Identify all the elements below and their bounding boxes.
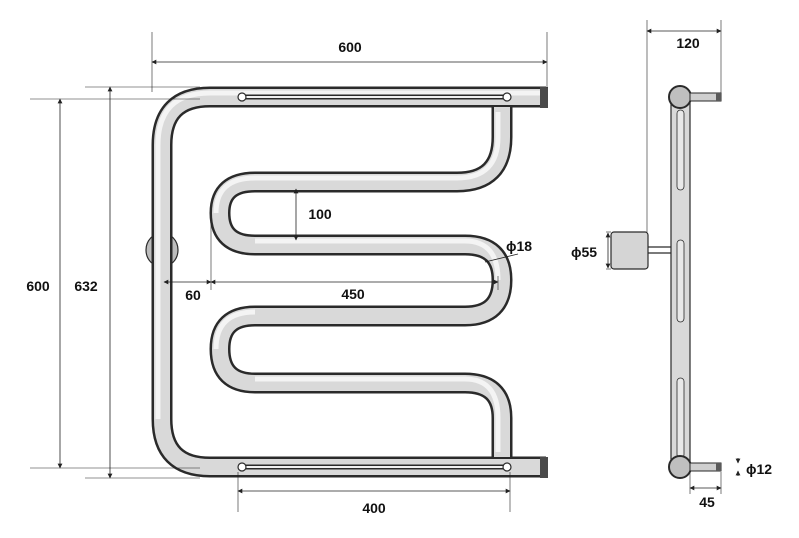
bottom-mount-slot (237, 462, 512, 472)
serpentine-tube (151, 86, 546, 478)
dim-side-depth: 120 (646, 20, 722, 232)
mount-diameter-value: 12 (757, 461, 773, 477)
side-view: 120 ϕ55 ϕ12 45 (571, 20, 772, 510)
dim-pipe-diameter: ϕ18 (484, 238, 532, 263)
dim-mount-diameter: ϕ12 (735, 458, 772, 477)
dim-total-height: 600 (26, 98, 200, 469)
dim-total-height-label: 600 (26, 278, 50, 294)
diameter-symbol: ϕ (571, 244, 582, 260)
dim-mount-depth-label: 45 (699, 494, 715, 510)
dim-overall-width: 600 (151, 32, 548, 92)
flange-diameter-value: 55 (582, 244, 598, 260)
dim-mount-spacing-label: 400 (362, 500, 386, 516)
side-bottom-end (668, 455, 692, 479)
dim-bend-spacing-label: 100 (308, 206, 332, 222)
side-top-end (668, 85, 692, 109)
side-wall-flange (610, 231, 649, 270)
front-view: 600 600 632 100 ϕ18 (26, 32, 548, 516)
top-end-cap (540, 87, 548, 108)
dim-bend-span: 60 450 (163, 222, 499, 303)
dim-outer-height: 632 (74, 86, 200, 479)
dim-outer-height-label: 632 (74, 278, 98, 294)
dim-mount-spacing: 400 (237, 472, 511, 516)
dim-bend-span-label: 450 (341, 286, 365, 302)
side-slot (676, 109, 685, 191)
dim-mount-depth: 45 (689, 470, 722, 510)
bottom-end-cap (540, 457, 548, 478)
diameter-symbol: ϕ (746, 461, 757, 477)
dim-overall-width-label: 600 (338, 39, 362, 55)
top-mount-slot (237, 92, 512, 102)
dim-side-depth-label: 120 (676, 35, 700, 51)
dim-mount-diameter-label: ϕ12 (746, 461, 772, 477)
dim-left-offset-label: 60 (185, 287, 201, 303)
dim-flange-diameter: ϕ55 (571, 231, 611, 270)
side-slot (676, 377, 685, 459)
dim-pipe-diameter-label: ϕ18 (506, 238, 532, 254)
dim-flange-diameter-label: ϕ55 (571, 244, 597, 260)
pipe-diameter-value: 18 (517, 238, 533, 254)
side-slot (676, 239, 685, 323)
dim-bend-spacing: 100 (293, 188, 332, 241)
diameter-symbol: ϕ (506, 238, 517, 254)
